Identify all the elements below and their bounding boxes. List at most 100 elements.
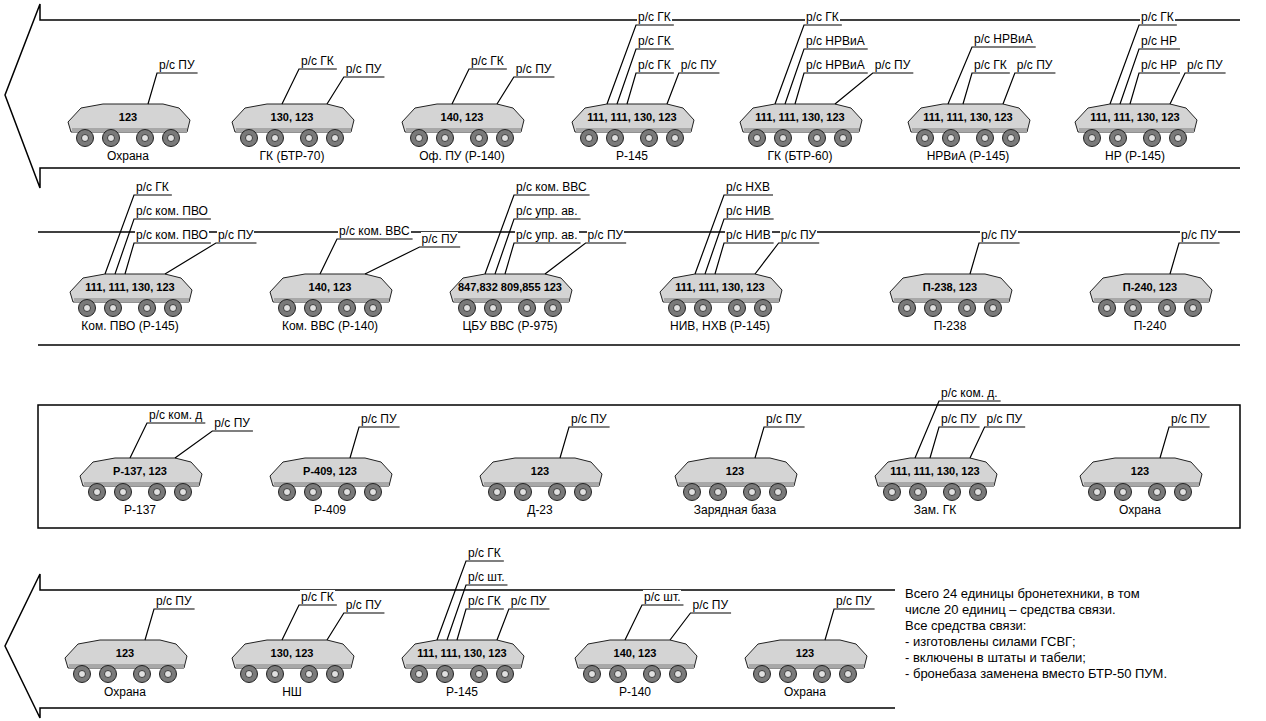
vehicle-node: 111, 111, 130, 123Зам. ГКр/с ком. д.р/с … — [870, 446, 1000, 518]
radio-label: р/с ПУ — [780, 228, 818, 242]
note-text: Все средства связи: — [905, 618, 1167, 634]
equipment-numbers: 847,832 809,855 123 — [445, 280, 575, 294]
equipment-numbers: 140, 123 — [397, 110, 527, 124]
antenna-line — [497, 77, 554, 104]
wheel — [943, 130, 960, 147]
radio-label: р/с НРВиА — [805, 58, 866, 72]
radio-label: р/с НР — [1140, 58, 1178, 72]
wheel-hub — [930, 305, 937, 312]
wheel-hub — [845, 671, 852, 678]
wheel — [970, 484, 987, 501]
radio-label: р/с НРВиА — [805, 34, 866, 48]
wheel — [279, 300, 296, 317]
armored-vehicle — [270, 458, 392, 501]
vehicle-caption: Р-140 — [545, 685, 725, 699]
vehicle-node: Р-137, 123Р-137р/с ком. др/с ПУ — [75, 446, 205, 518]
equipment-numbers: 111, 111, 130, 123 — [655, 280, 785, 294]
vehicle-caption: Ком. ВВС (Р-140) — [240, 319, 420, 333]
armored-vehicle — [1075, 104, 1197, 147]
row-frame — [38, 405, 1240, 528]
wheel — [985, 300, 1002, 317]
wheel-hub — [370, 305, 377, 312]
vehicle-node: 111, 111, 130, 123НР (Р-145)р/с ГКр/с НР… — [1070, 92, 1200, 164]
wheel-hub — [749, 489, 756, 496]
equipment-numbers: 140, 123 — [570, 646, 700, 660]
wheel-hub — [120, 489, 127, 496]
radio-label: р/с НИВ — [725, 204, 772, 218]
armored-vehicle — [402, 640, 524, 683]
wheel-hub — [1130, 305, 1137, 312]
radio-label: р/с ПУ — [680, 58, 718, 72]
vehicle-node: 130, 123ГК (БТР-70)р/с ГКр/с ПУ — [227, 92, 357, 164]
wheel-hub — [464, 305, 471, 312]
wheel-hub — [139, 671, 146, 678]
wheel — [160, 666, 177, 683]
wheel — [411, 666, 428, 683]
wheel — [581, 130, 598, 147]
column-arrow — [5, 574, 895, 718]
wheel-hub — [154, 489, 161, 496]
wheel — [489, 484, 506, 501]
wheel-hub — [490, 305, 497, 312]
wheel-hub — [520, 489, 527, 496]
vehicle-node: 111, 111, 130, 123Р-145р/с ГКр/с ГКр/с Г… — [567, 92, 697, 164]
column-arrow — [5, 4, 1240, 188]
vehicle-caption: Д-23 — [450, 503, 630, 517]
wheel-hub — [284, 305, 291, 312]
armored-vehicle — [80, 458, 202, 501]
wheel-hub — [332, 135, 339, 142]
note-text: - бронебаза заменена вместо БТР-50 ПУМ. — [905, 666, 1167, 682]
wheel — [770, 484, 787, 501]
vehicle-caption: Р-145 — [372, 685, 552, 699]
wheel — [339, 300, 356, 317]
wheel-hub — [759, 671, 766, 678]
armored-vehicle — [232, 104, 354, 147]
antenna-line — [560, 427, 610, 458]
antenna-line — [795, 73, 868, 104]
wheel — [339, 484, 356, 501]
antenna-line — [667, 73, 719, 104]
wheel — [1149, 484, 1166, 501]
antenna-line — [948, 47, 1036, 104]
vehicle-caption: НИВ, НХВ (Р-145) — [630, 319, 810, 333]
note-text: Всего 24 единицы бронетехники, в том чис… — [905, 586, 1167, 618]
radio-label: р/с ГК — [637, 10, 672, 24]
wheel — [165, 300, 182, 317]
wheel — [925, 300, 942, 317]
wheel — [899, 300, 916, 317]
wheel — [549, 484, 566, 501]
antenna-line — [125, 243, 211, 274]
radio-label: р/с ПУ — [874, 58, 912, 72]
antenna-line — [1003, 73, 1055, 104]
armored-vehicle — [65, 640, 187, 683]
vehicle-caption: Оф. ПУ (Р-140) — [372, 149, 552, 163]
wheel — [149, 484, 166, 501]
wheel — [1159, 300, 1176, 317]
wheel-hub — [344, 305, 351, 312]
wheel-hub — [442, 135, 449, 142]
vehicle-node: 111, 111, 130, 123НРВиА (Р-145)р/с НРВиА… — [903, 92, 1033, 164]
radio-label: р/с ГК — [973, 58, 1008, 72]
wheel-hub — [84, 305, 91, 312]
wheel-hub — [1190, 305, 1197, 312]
wheel — [139, 300, 156, 317]
wheel-hub — [344, 489, 351, 496]
armored-vehicle — [660, 274, 782, 317]
vehicle-caption: П-238 — [860, 319, 1040, 333]
vehicle-caption: Охрана — [35, 685, 215, 699]
equipment-numbers: 140, 123 — [265, 280, 395, 294]
armored-vehicle — [745, 640, 867, 683]
radio-label: р/с шт. — [643, 590, 681, 604]
equipment-numbers: П-238, 123 — [885, 280, 1015, 294]
wheel — [641, 130, 658, 147]
armored-vehicle — [875, 458, 997, 501]
vehicle-node: 123Охранар/с ПУ — [1075, 446, 1205, 518]
antenna-line — [457, 609, 504, 640]
wheel — [814, 666, 831, 683]
wheel — [305, 484, 322, 501]
antenna-line — [452, 69, 507, 104]
row-line — [38, 344, 1240, 346]
radio-label: р/с ГК — [300, 590, 335, 604]
wheel — [884, 484, 901, 501]
wheel — [411, 130, 428, 147]
